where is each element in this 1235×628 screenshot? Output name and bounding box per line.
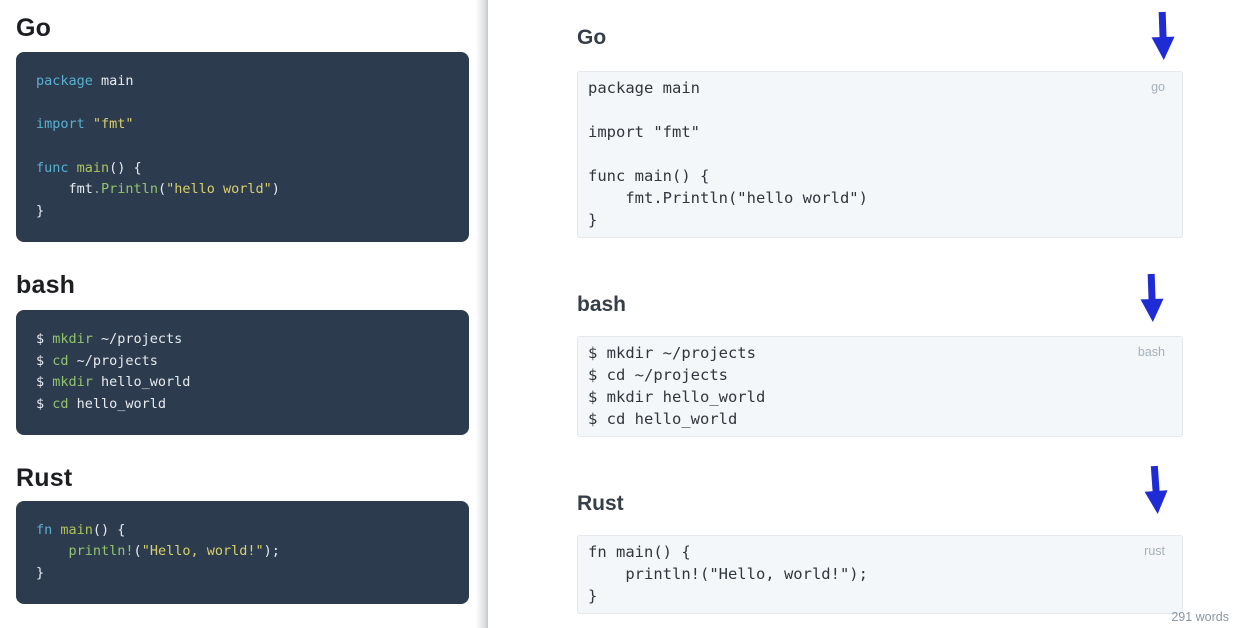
code-line: func main() {: [36, 158, 449, 180]
code-line: println!("Hello, world!");: [36, 541, 449, 563]
code-token-pl: $: [36, 330, 53, 347]
editor-pane: Go package main import "fmt" func main()…: [488, 0, 1235, 628]
annotation-down-arrow-icon: [1144, 465, 1168, 514]
editor-code-text-rust[interactable]: fn main() { println!("Hello, world!"); }: [588, 543, 868, 605]
preview-section-bash: bash $ mkdir ~/projects$ cd ~/projects$ …: [16, 270, 469, 435]
code-token-str: "hello world": [166, 181, 272, 198]
word-count: 291 words: [1171, 610, 1229, 624]
language-tag-go[interactable]: go: [1151, 80, 1165, 94]
code-token-kw: import: [36, 116, 85, 133]
code-token-bi: mkdir: [52, 330, 93, 347]
editor-section-go: Go package main import "fmt" func main()…: [577, 26, 1183, 238]
code-token-bi: println!: [68, 543, 134, 560]
code-token-pl: ~/projects: [68, 352, 158, 369]
code-token-pl: [36, 543, 69, 559]
code-line: fn main() {: [36, 520, 449, 542]
preview-heading-rust: Rust: [16, 463, 73, 492]
code-token-pl: }: [36, 203, 45, 220]
code-line: $ cd ~/projects: [36, 351, 449, 373]
editor-code-block-go[interactable]: package main import "fmt" func main() { …: [577, 71, 1183, 238]
editor-code-block-rust[interactable]: fn main() { println!("Hello, world!"); }…: [577, 535, 1183, 614]
code-line: import "fmt": [36, 114, 449, 136]
code-token-pl: main: [92, 73, 134, 89]
code-token-pl: $: [36, 352, 53, 369]
code-token-kw: package: [36, 73, 93, 89]
code-token-pu: .: [92, 181, 102, 198]
code-token-kw: func: [36, 159, 69, 176]
code-line: }: [36, 563, 449, 585]
code-token-fn: main: [60, 521, 93, 538]
editor-section-bash: bash $ mkdir ~/projects $ cd ~/projects …: [577, 293, 1183, 437]
code-token-str: "Hello, world!": [141, 543, 264, 560]
code-token-kw: fn: [36, 521, 53, 538]
code-line: [36, 93, 449, 115]
annotation-down-arrow-icon: [1140, 273, 1164, 322]
code-token-pl: () {: [109, 159, 142, 176]
code-token-pl: [69, 160, 77, 176]
preview-code-block-rust: fn main() { println!("Hello, world!");}: [16, 500, 469, 604]
code-token-pl: hello_world: [68, 395, 167, 412]
code-token-pl: ): [271, 181, 280, 198]
code-token-bi: cd: [52, 395, 69, 412]
code-line: $ cd hello_world: [36, 394, 449, 416]
code-token-fn: main: [76, 159, 110, 176]
code-token-bi: cd: [52, 352, 69, 369]
preview-heading-bash: bash: [16, 270, 76, 299]
code-token-pl: ~/projects: [92, 330, 183, 347]
editor-code-block-bash[interactable]: $ mkdir ~/projects $ cd ~/projects $ mkd…: [577, 336, 1183, 437]
editor-code-text-bash[interactable]: $ mkdir ~/projects $ cd ~/projects $ mkd…: [588, 344, 766, 428]
preview-section-rust: Rust fn main() { println!("Hello, world!…: [16, 463, 469, 604]
code-line: $ mkdir hello_world: [36, 372, 449, 394]
editor-heading-go[interactable]: Go: [577, 26, 607, 49]
code-token-bi: mkdir: [52, 374, 93, 391]
editor-section-rust: Rust fn main() { println!("Hello, world!…: [577, 492, 1183, 614]
code-token-pl: (: [157, 181, 167, 198]
language-tag-bash[interactable]: bash: [1137, 345, 1165, 359]
annotation-down-arrow-icon: [1151, 11, 1175, 60]
editor-heading-rust[interactable]: Rust: [577, 492, 624, 515]
code-token-bi: Println: [101, 181, 158, 198]
code-token-pl: );: [263, 543, 280, 560]
preview-section-go: Go package main import "fmt" func main()…: [16, 13, 469, 242]
code-line: }: [36, 201, 449, 223]
code-token-pl: $: [36, 395, 53, 412]
code-token-pl: fmt: [36, 181, 93, 198]
code-token-str: "fmt": [92, 116, 134, 133]
code-token-pl: () {: [92, 521, 126, 538]
editor-heading-bash[interactable]: bash: [577, 293, 627, 316]
language-tag-rust[interactable]: rust: [1144, 544, 1165, 558]
preview-content: Go package main import "fmt" func main()…: [0, 13, 476, 604]
code-token-pl: (: [133, 543, 142, 560]
code-token-pl: hello_world: [92, 374, 191, 391]
rendered-preview-pane: Go package main import "fmt" func main()…: [0, 0, 476, 628]
code-token-pl: }: [36, 564, 45, 581]
code-line: [36, 136, 449, 158]
preview-heading-go: Go: [16, 14, 52, 42]
code-line: fmt.Println("hello world"): [36, 179, 449, 201]
code-token-pl: [85, 116, 93, 132]
code-line: $ mkdir ~/projects: [36, 329, 449, 351]
editor-code-text-go[interactable]: package main import "fmt" func main() { …: [588, 79, 868, 229]
preview-code-block-go: package main import "fmt" func main() { …: [16, 52, 469, 242]
code-token-pl: $: [36, 374, 53, 391]
editor-content: Go package main import "fmt" func main()…: [577, 0, 1183, 614]
preview-code-block-bash: $ mkdir ~/projects$ cd ~/projects$ mkdir…: [16, 309, 469, 435]
code-line: package main: [36, 71, 449, 93]
pane-divider-scrollbar[interactable]: [476, 0, 488, 628]
